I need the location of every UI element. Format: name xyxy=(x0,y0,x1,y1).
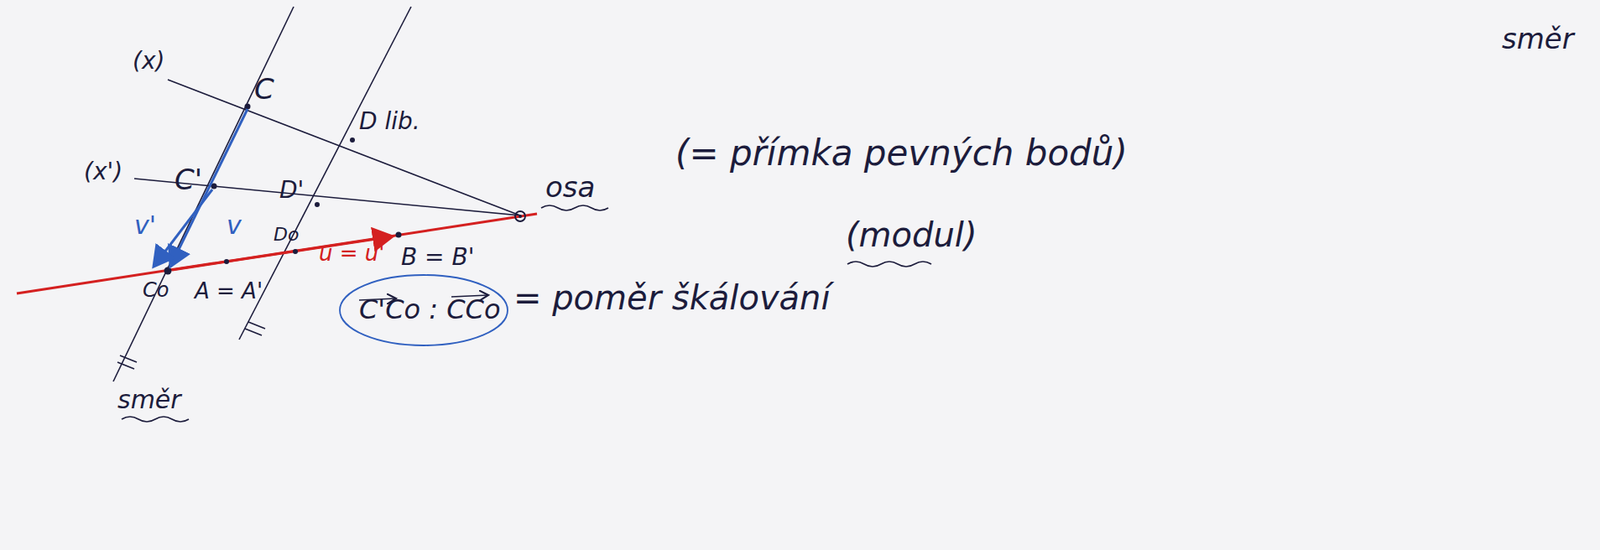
point-label: Do xyxy=(273,224,299,245)
point-label: B = B' xyxy=(401,244,475,272)
vector-label: v' xyxy=(134,211,157,240)
axis-label: osa xyxy=(545,171,595,204)
point-label: D lib. xyxy=(359,109,421,136)
point-label: D' xyxy=(279,177,304,204)
line-name: (x') xyxy=(83,159,123,186)
line-name: (x) xyxy=(132,48,165,75)
ratio-note: = poměr škálování xyxy=(513,279,831,317)
direction-label: směr xyxy=(117,385,182,414)
point-label: C' xyxy=(174,164,203,196)
axis-note: (= přímka pevných bodů) xyxy=(675,134,1128,173)
point-label: Co xyxy=(142,279,169,302)
point-label: A = A' xyxy=(194,279,263,304)
vector-label: u = u' xyxy=(318,241,385,266)
point-label: C xyxy=(254,73,275,105)
ratio-note: (modul) xyxy=(845,216,978,254)
direction-label: směr xyxy=(1501,23,1574,55)
vector-label: v xyxy=(226,211,242,240)
ratio-formula: C'Co : CCo xyxy=(359,295,501,325)
